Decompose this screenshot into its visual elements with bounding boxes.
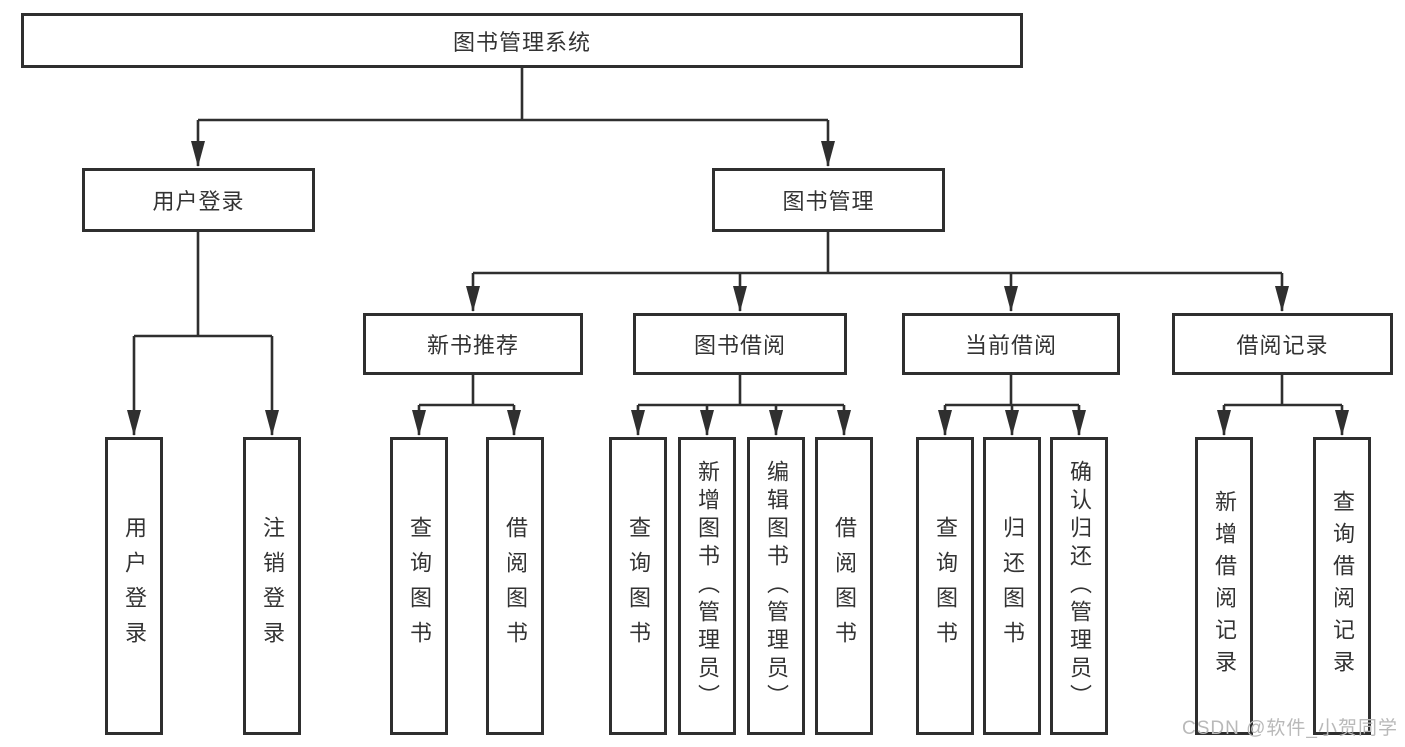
leaf-borrow-books-1: 借阅图书 — [486, 437, 544, 735]
leaf-query-borrow-record: 查询借阅记录 — [1313, 437, 1371, 735]
node-borrow-records: 借阅记录 — [1172, 313, 1393, 375]
leaf-user-login: 用户登录 — [105, 437, 163, 735]
leaf-query-books-3: 查询图书 — [916, 437, 974, 735]
leaf-confirm-return-admin: 确认归还（管理员） — [1050, 437, 1108, 735]
node-book-borrowing: 图书借阅 — [633, 313, 847, 375]
node-new-book-recommend: 新书推荐 — [363, 313, 583, 375]
leaf-logout: 注销登录 — [243, 437, 301, 735]
leaf-add-borrow-record: 新增借阅记录 — [1195, 437, 1253, 735]
leaf-borrow-books-2: 借阅图书 — [815, 437, 873, 735]
node-current-borrowing: 当前借阅 — [902, 313, 1120, 375]
leaf-query-books-1: 查询图书 — [390, 437, 448, 735]
node-user-login: 用户登录 — [82, 168, 315, 232]
leaf-add-books-admin: 新增图书（管理员） — [678, 437, 736, 735]
leaf-return-books: 归还图书 — [983, 437, 1041, 735]
leaf-query-books-2: 查询图书 — [609, 437, 667, 735]
leaf-edit-books-admin: 编辑图书（管理员） — [747, 437, 805, 735]
csdn-watermark: CSDN @软件_小贺同学 — [1182, 718, 1398, 739]
node-book-management: 图书管理 — [712, 168, 945, 232]
node-root-system: 图书管理系统 — [21, 13, 1023, 68]
